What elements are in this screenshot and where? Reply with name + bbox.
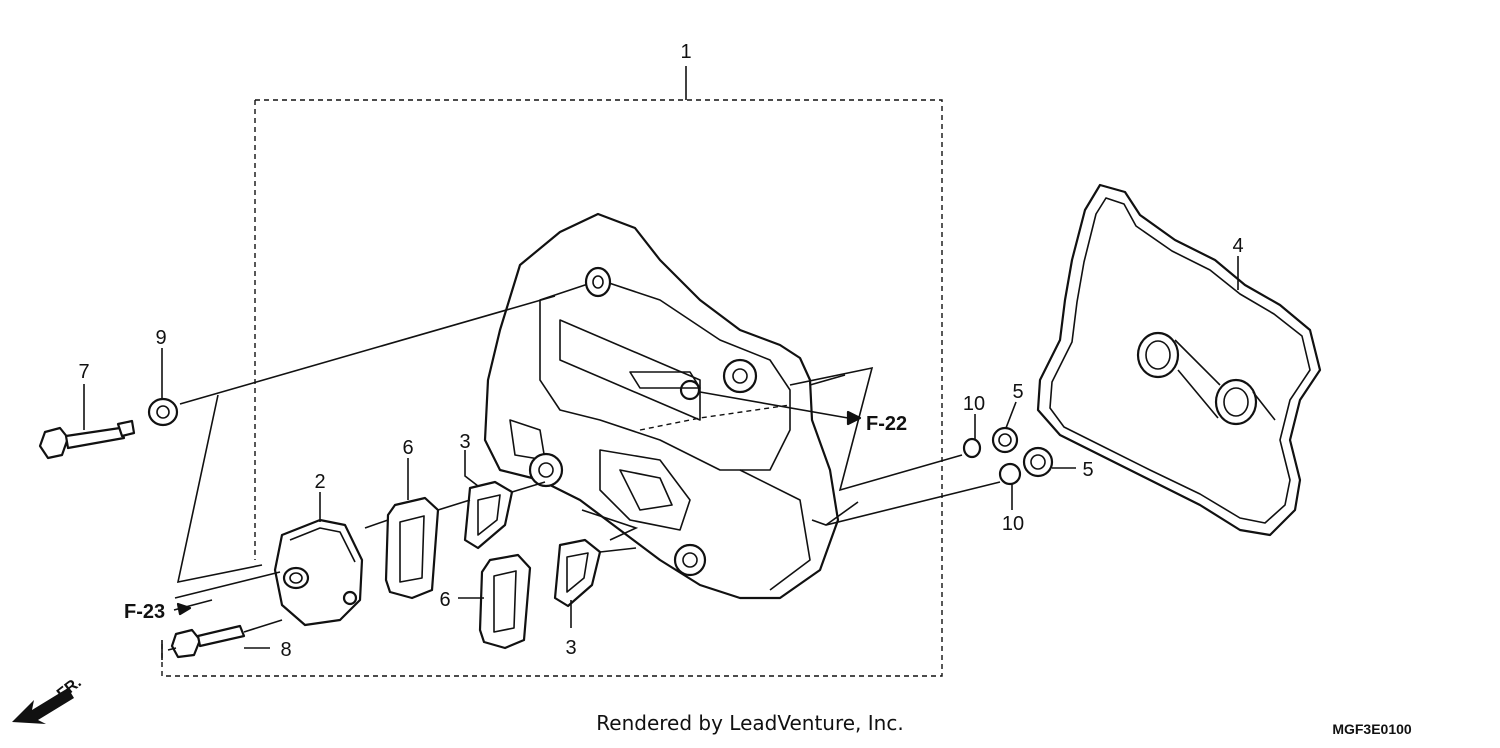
head-cover-gasket [1036,183,1322,537]
callout-3-lower: 3 [565,637,576,659]
front-direction-arrow [12,688,74,724]
callout-5-lower: 5 [1082,459,1093,481]
callout-3-upper: 3 [459,431,470,453]
collar-10-lower [998,462,1022,486]
callout-9: 9 [155,327,166,349]
collar-10-upper [962,437,982,459]
ref-f22: F-22 [866,413,907,435]
grommet-9 [147,397,179,427]
diagram-code: MGF3E0100 [1332,721,1412,737]
callout-6-lower: 6 [439,589,450,611]
breather-gasket-upper [384,496,440,600]
breather-cover [273,518,364,627]
bolt-8 [170,624,246,659]
ref-f23: F-23 [124,601,165,623]
oil-seal-5-lower [1022,446,1054,478]
render-credit: Rendered by LeadVenture, Inc. [596,711,903,735]
callout-4: 4 [1232,235,1243,257]
breather-plate-lower [553,538,602,608]
callout-8: 8 [280,639,291,661]
breather-gasket-lower [478,553,532,650]
callout-ticks [83,256,1239,649]
breather-plate-upper [463,480,514,550]
leader-lines [161,295,1001,660]
callout-7: 7 [78,361,89,383]
callout-1: 1 [680,41,691,63]
callout-10-upper: 10 [963,393,985,415]
callout-5-upper: 5 [1012,381,1023,403]
cylinder-head-cover [483,212,840,600]
callout-labels: 1 2 3 3 4 5 5 6 6 7 8 9 10 10 [78,41,1243,661]
bolt-7 [38,419,136,460]
assembly-boundary [161,66,943,677]
callout-10-lower: 10 [1002,513,1024,535]
oil-seal-5-upper [991,426,1019,454]
callout-6-upper: 6 [402,437,413,459]
callout-2: 2 [314,471,325,493]
